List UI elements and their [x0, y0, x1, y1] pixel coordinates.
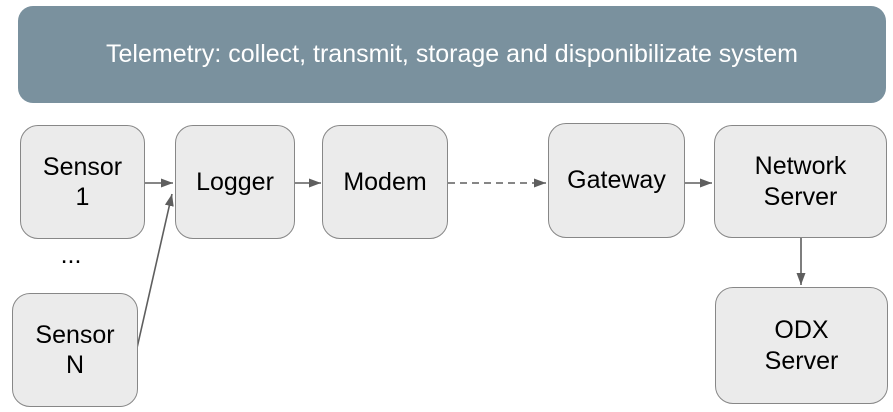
node-label-line: 1 [75, 183, 90, 211]
node-label-line: Gateway [567, 166, 666, 195]
node-sensor-1: Sensor 1 [20, 125, 145, 239]
node-label-line: Server [763, 182, 838, 211]
node-network-server: Network Server [714, 125, 887, 238]
node-odx-server: ODX Server [715, 287, 888, 404]
node-label-line: N [65, 351, 85, 379]
node-label-line: Logger [196, 167, 274, 196]
node-label-line: Server [764, 346, 839, 375]
node-modem: Modem [322, 125, 448, 239]
diagram-title: Telemetry: collect, transmit, storage an… [106, 40, 798, 68]
node-label-line: Sensor [42, 152, 123, 181]
more-sensors-ellipsis: ... [60, 240, 82, 269]
title-banner: Telemetry: collect, transmit, storage an… [18, 6, 886, 103]
node-gateway: Gateway [548, 123, 685, 238]
node-label-line: Network [754, 152, 847, 180]
node-logger: Logger [175, 125, 295, 239]
node-label-line: ODX [774, 316, 829, 344]
node-label-line: Sensor [35, 320, 115, 349]
node-label-line: Modem [343, 167, 427, 196]
node-sensor-n: Sensor N [12, 293, 138, 407]
